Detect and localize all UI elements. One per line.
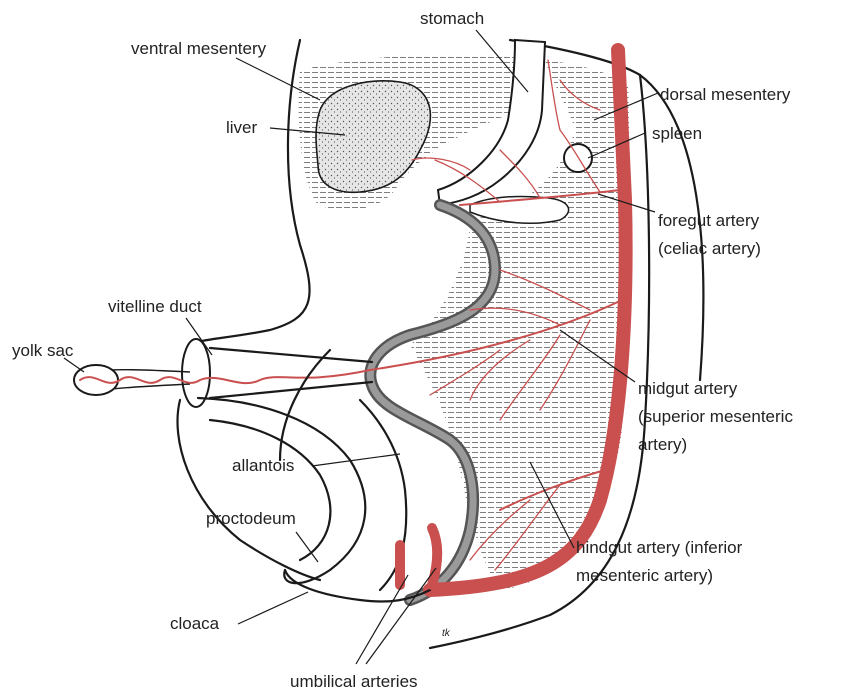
- label-midgut-artery-3: artery): [638, 435, 687, 454]
- label-umbilical-arteries: umbilical arteries: [290, 672, 418, 691]
- label-midgut-artery-2: (superior mesenteric: [638, 407, 793, 426]
- label-liver: liver: [226, 118, 258, 137]
- label-foregut-artery-2: (celiac artery): [658, 239, 761, 258]
- label-foregut-artery-1: foregut artery: [658, 211, 760, 230]
- label-allantois: allantois: [232, 456, 294, 475]
- label-yolk-sac: yolk sac: [12, 341, 74, 360]
- liver-shape: [316, 81, 430, 192]
- label-stomach: stomach: [420, 9, 484, 28]
- label-cloaca: cloaca: [170, 614, 220, 633]
- label-dorsal-mesentery: dorsal mesentery: [660, 85, 791, 104]
- label-spleen: spleen: [652, 124, 702, 143]
- label-ventral-mesentery: ventral mesentery: [131, 39, 267, 58]
- label-hindgut-artery-2: mesenteric artery): [576, 566, 713, 585]
- label-hindgut-artery-1: hindgut artery (inferior: [576, 538, 743, 557]
- label-midgut-artery-1: midgut artery: [638, 379, 738, 398]
- label-vitelline-duct: vitelline duct: [108, 297, 202, 316]
- vitelline-artery: [80, 370, 370, 383]
- label-proctodeum: proctodeum: [206, 509, 296, 528]
- artist-signature: tk: [442, 628, 451, 639]
